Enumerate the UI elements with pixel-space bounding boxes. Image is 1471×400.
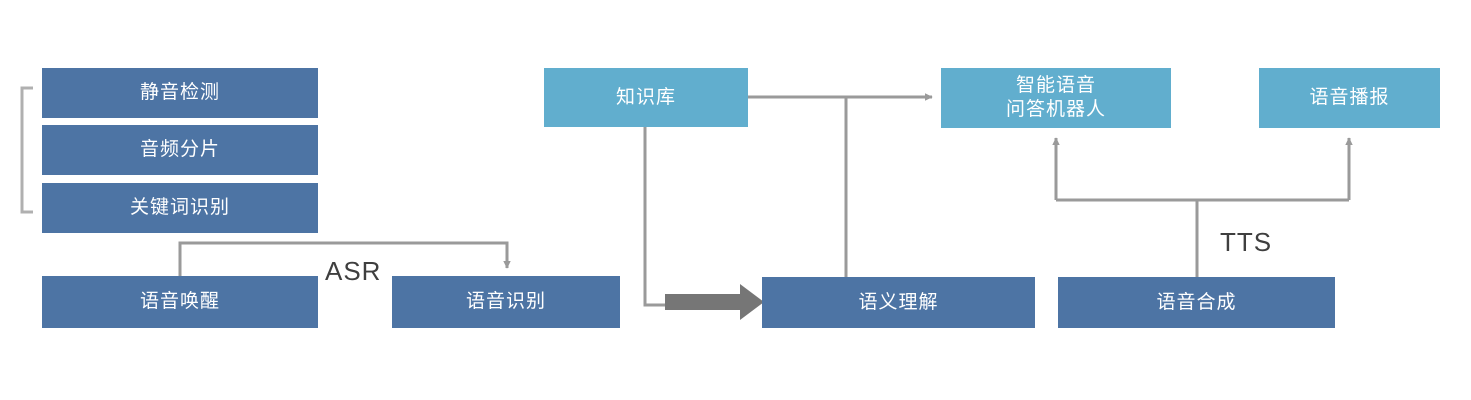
node-speech-synthesis[interactable]: 语音合成 (1058, 277, 1335, 328)
node-knowledge-base[interactable]: 知识库 (544, 68, 748, 127)
node-speech-recognition[interactable]: 语音识别 (392, 276, 620, 328)
edge-kb-down-to-semantic (643, 127, 668, 307)
node-voice-wakeup[interactable]: 语音唤醒 (42, 276, 318, 328)
node-semantic-understanding[interactable]: 语义理解 (762, 277, 1035, 328)
edge-label-asr: ASR (325, 256, 382, 286)
edge-label-tts: TTS (1220, 227, 1273, 257)
node-voice-broadcast[interactable]: 语音播报 (1259, 68, 1440, 128)
edge-block-arrow-recognition-to-semantic (665, 284, 764, 320)
node-silence-detection[interactable]: 静音检测 (42, 68, 318, 118)
node-keyword-spotting[interactable]: 关键词识别 (42, 183, 318, 233)
node-qa-robot[interactable]: 智能语音 问答机器人 (941, 68, 1171, 128)
edge-synthesis-tts-split (1052, 137, 1353, 277)
group-brace (20, 86, 33, 214)
node-audio-segmentation[interactable]: 音频分片 (42, 125, 318, 175)
